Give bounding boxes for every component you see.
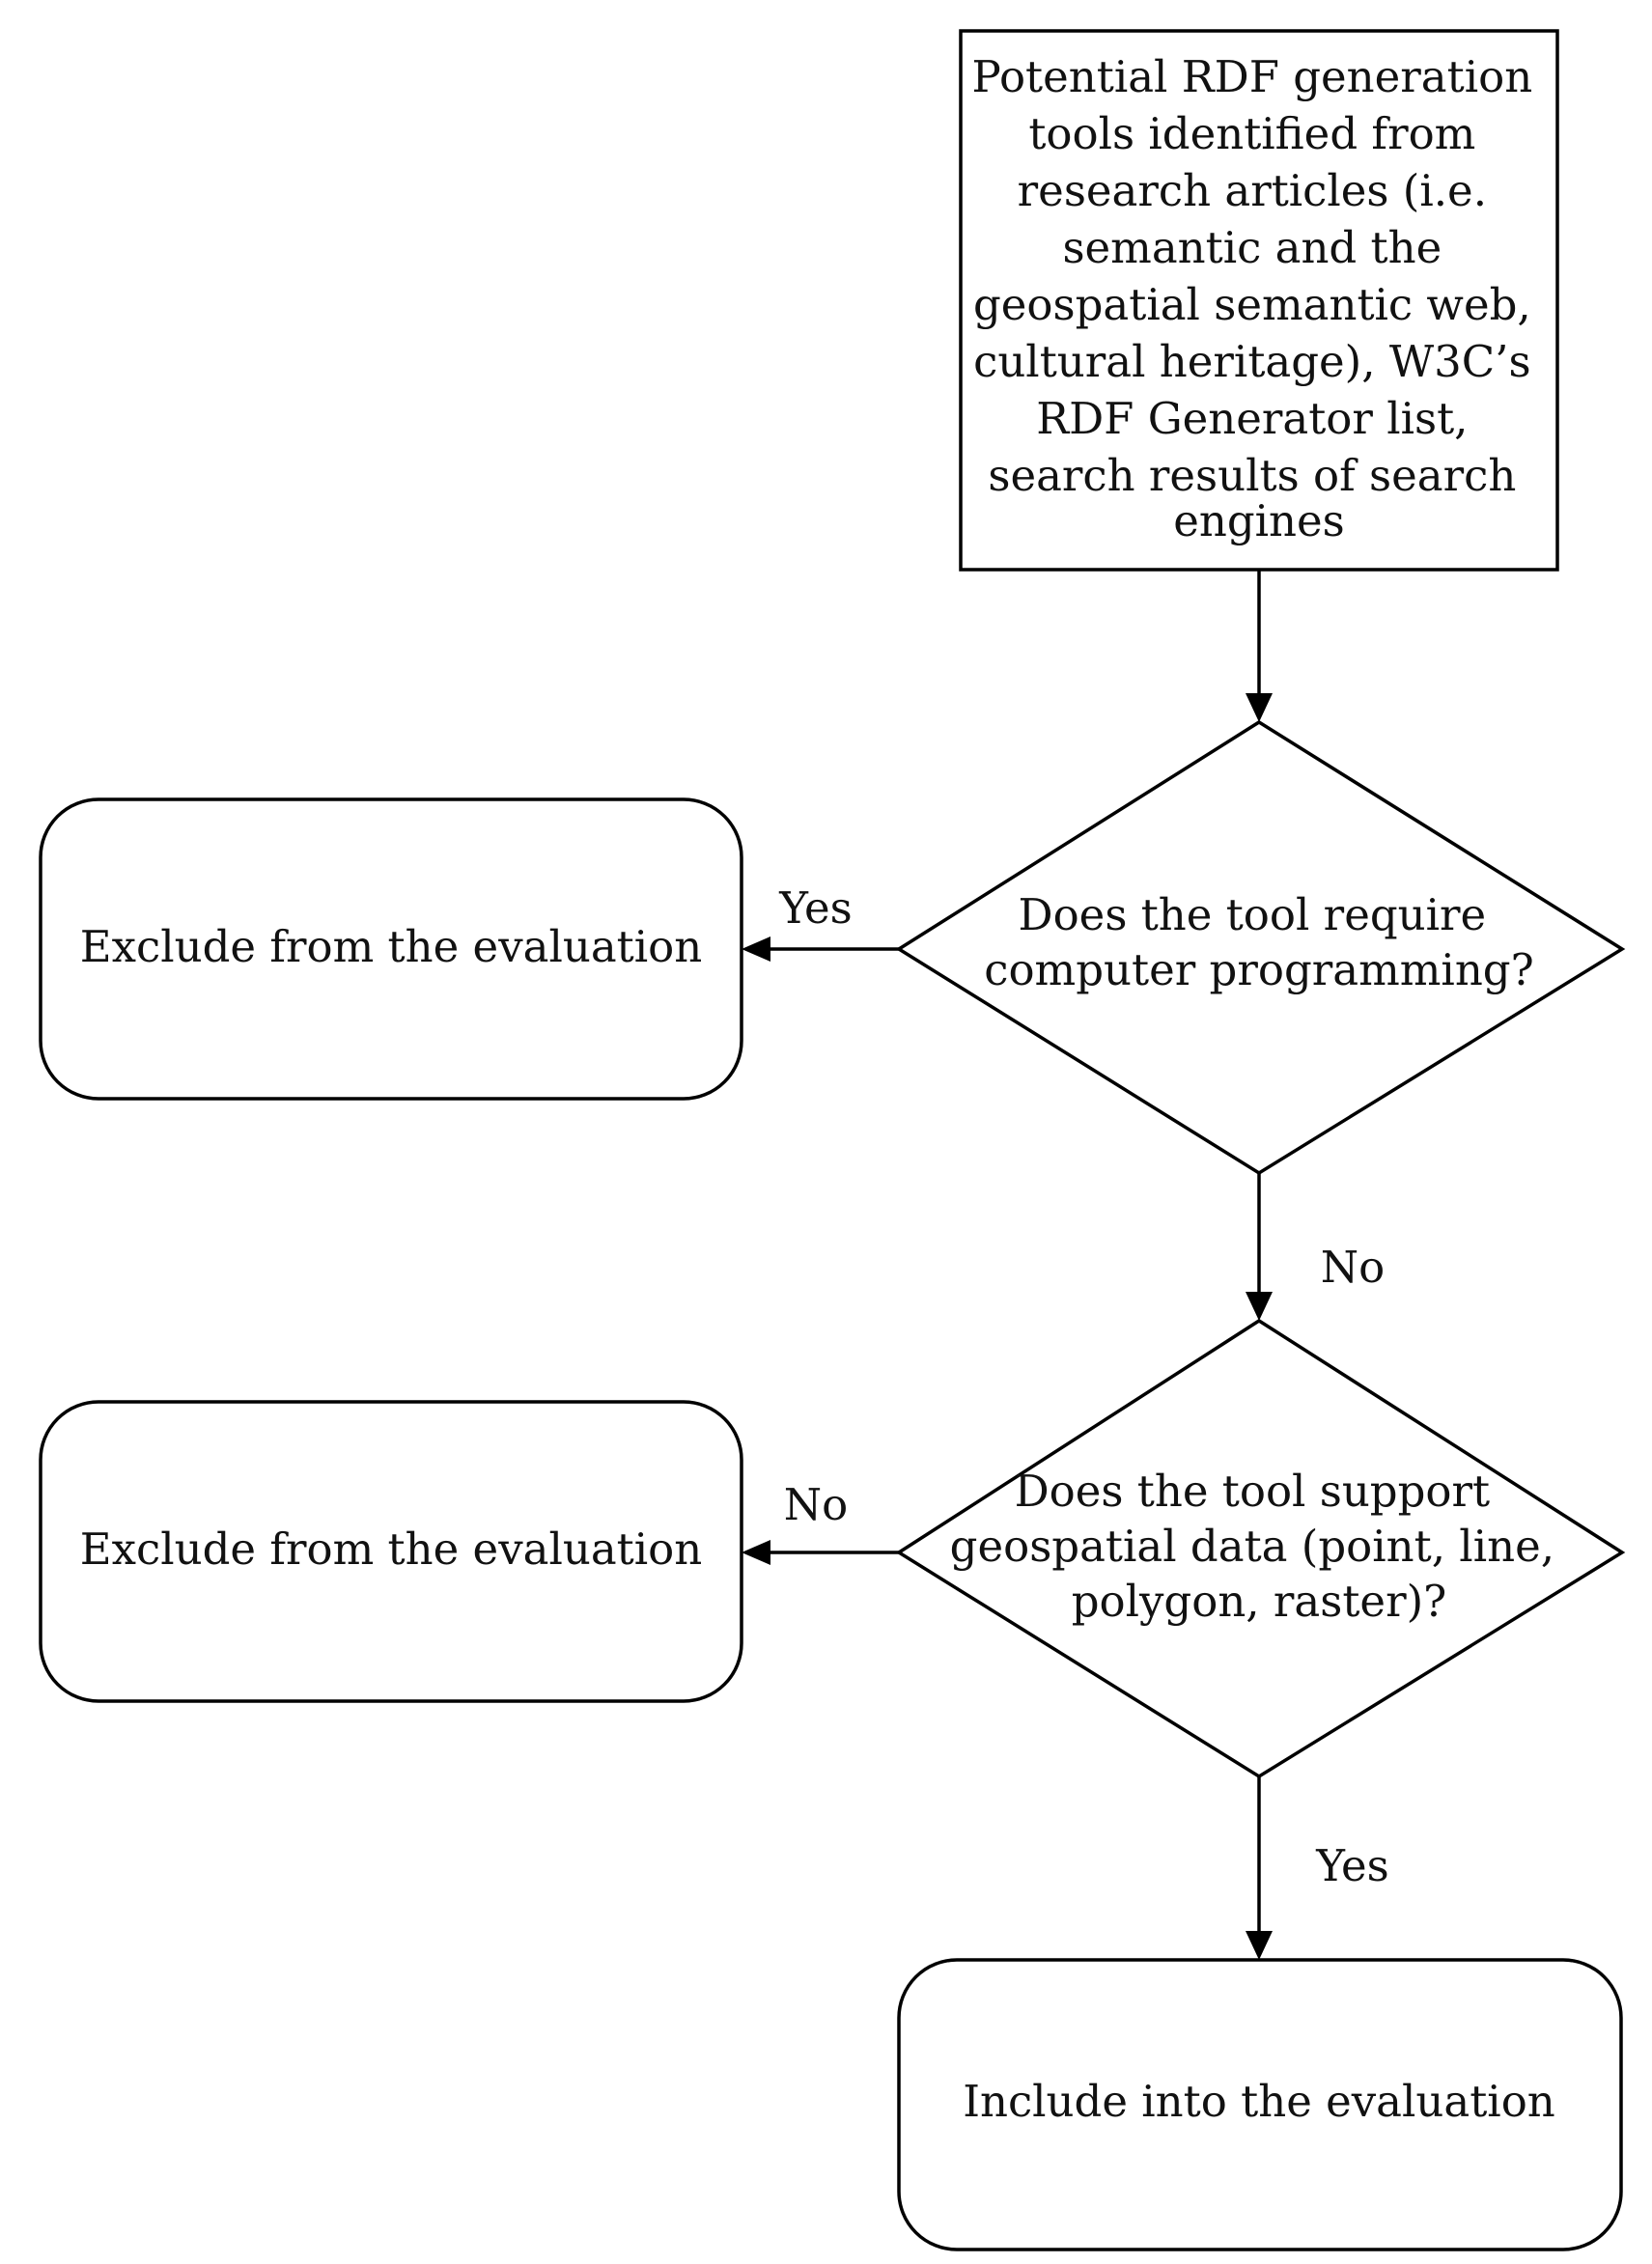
edge-label-yes: Yes [1315, 1840, 1389, 1891]
edge-label-yes: Yes [778, 882, 853, 934]
start-box-line: engines [1173, 495, 1345, 546]
start-box-frame [959, 29, 1559, 572]
exclude-box-1-label: Exclude from the evaluation [80, 921, 702, 972]
include-box-label: Include into the evaluation [963, 2076, 1555, 2127]
start-box: Potential RDF generation tools identifie… [959, 29, 1559, 572]
arrowhead-down [1246, 1292, 1273, 1321]
exclude-box-1: Exclude from the evaluation [39, 797, 743, 1101]
exclude-box-2: Exclude from the evaluation [39, 1400, 743, 1703]
start-box-line: Potential RDF generation [972, 51, 1533, 102]
decision-2-line: polygon, raster)? [1072, 1576, 1447, 1627]
decision-1: Does the tool require computer programmi… [895, 719, 1626, 1176]
decision-1-text: Does the tool require computer programmi… [984, 889, 1534, 995]
start-box-line: cultural heritage), W3C’s [973, 336, 1530, 387]
edge-label-no: No [784, 1479, 848, 1530]
start-box-line: geospatial semantic web, [973, 279, 1531, 330]
arrowhead-down [1246, 693, 1273, 722]
exclude-box-2-label: Exclude from the evaluation [80, 1523, 702, 1575]
arrowhead-down [1246, 1931, 1273, 1960]
edge-label-no: No [1321, 1242, 1385, 1293]
connector-start-to-decision-1 [1246, 570, 1273, 722]
decision-2-line: Does the tool support [1015, 1466, 1491, 1517]
decision-1-line: Does the tool require [1019, 889, 1487, 940]
arrowhead-left [742, 936, 770, 962]
decision-2-text: Does the tool support geospatial data (p… [950, 1466, 1569, 1627]
start-box-line: search results of search [988, 450, 1516, 501]
decision-2: Does the tool support geospatial data (p… [895, 1318, 1626, 1779]
include-box: Include into the evaluation [897, 1958, 1623, 2251]
decision-1-line: computer programming? [984, 944, 1534, 995]
arrowhead-left [742, 1540, 770, 1565]
start-box-line: RDF Generator list, [1036, 393, 1468, 444]
start-box-line: semantic and the [1062, 222, 1442, 273]
decision-2-line: geospatial data (point, line, [950, 1521, 1554, 1572]
start-box-line: research articles (i.e. [1018, 165, 1487, 216]
include-box-frame [897, 1958, 1623, 2251]
connector-decision-1-no: No [1246, 1173, 1385, 1321]
exclude-box-1-frame [39, 797, 743, 1101]
connector-decision-1-yes: Yes [742, 882, 899, 962]
connector-decision-2-no: No [742, 1479, 899, 1565]
exclude-box-2-frame [39, 1400, 743, 1703]
connector-decision-2-yes: Yes [1246, 1776, 1389, 1960]
start-box-text: Potential RDF generation tools identifie… [972, 51, 1547, 546]
start-box-line: tools identified from [1028, 108, 1475, 159]
